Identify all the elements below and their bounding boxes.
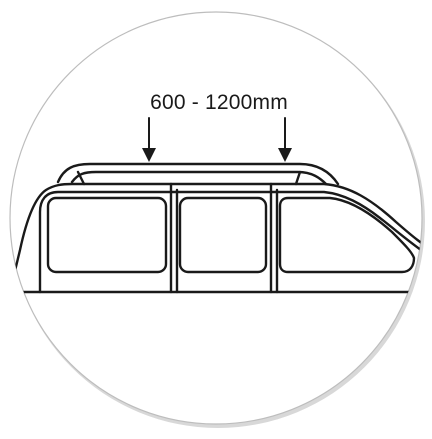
rail-foot-front xyxy=(76,170,86,186)
circle-frame xyxy=(9,11,423,425)
vehicle-body-outline xyxy=(10,182,422,302)
window-frame-outer xyxy=(38,190,422,294)
window-front xyxy=(46,196,168,274)
arrow-front-head xyxy=(142,148,156,162)
roof-rail-inner xyxy=(70,170,328,186)
window-middle xyxy=(178,196,268,274)
arrow-rear-head xyxy=(278,148,292,162)
window-rear xyxy=(278,196,416,274)
roof-rail xyxy=(56,162,340,186)
dimension-label: 600 - 1200mm xyxy=(150,91,288,114)
rail-foot-rear xyxy=(294,170,302,186)
body-lower-edge xyxy=(424,252,432,262)
